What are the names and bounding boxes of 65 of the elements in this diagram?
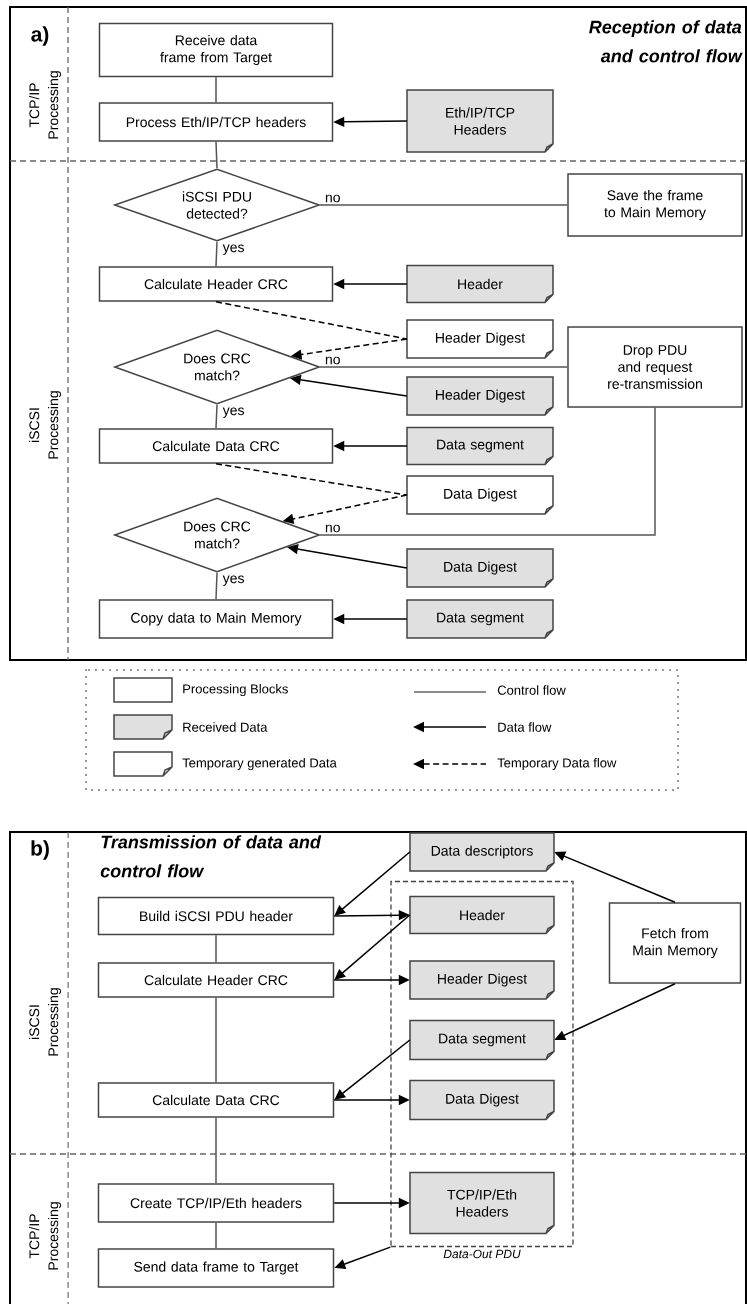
connector-line (319, 366, 568, 368)
panel-title: Reception of data and control flow (589, 20, 743, 63)
document-box: Data segment (406, 599, 554, 639)
document-box: Data segment (406, 426, 554, 466)
edge-label: no (323, 523, 342, 534)
process-box: Copy data to Main Memory (98, 599, 334, 639)
legend-label: Temporary Data flow (497, 757, 617, 771)
process-box: Process Eth/IP/TCP headers (98, 102, 334, 142)
document-box: Header Digest (409, 960, 555, 1000)
document-box: Data Digest (406, 548, 554, 588)
connector-line (215, 404, 218, 429)
connector-line (215, 463, 408, 496)
legend-label: Temporary generated Data (182, 757, 337, 771)
process-box: Calculate Data CRC (97, 1082, 335, 1118)
lane-label: iSCSI Processing (28, 391, 61, 459)
group-caption: Data-Out PDU (443, 1249, 521, 1259)
process-box: Calculate Header CRC (97, 962, 335, 998)
arrow (334, 1039, 411, 1100)
document-box: Eth/IP/TCP Headers (406, 89, 554, 153)
document-box: Data Digest (409, 1079, 555, 1121)
connector-line (215, 934, 217, 963)
document-box: Data segment (409, 1019, 555, 1061)
process-box: Receive data frame from Target (98, 22, 334, 78)
process-box: Fetch from Main Memory (608, 902, 742, 984)
document-box: Header (409, 895, 555, 935)
connector-line (215, 301, 408, 340)
connector-line (215, 1222, 217, 1249)
arrow (334, 914, 411, 980)
process-box: Calculate Data CRC (98, 428, 334, 464)
lane-label: iSCSI Processing (28, 988, 61, 1056)
document-box: Header (406, 264, 554, 304)
process-box: Drop PDU and request re-transmission (567, 326, 743, 408)
document-box: Data Digest (406, 475, 554, 515)
process-box: Save the frame to Main Memory (567, 173, 743, 237)
process-box: Build iSCSI PDU header (97, 896, 335, 936)
process-box: Send data frame to Target (97, 1248, 335, 1288)
edge-label: no (323, 193, 342, 204)
document-box: Data descriptors (409, 832, 555, 872)
process-box: Create TCP/IP/Eth headers (97, 1183, 335, 1223)
connector-line (319, 204, 568, 206)
panel-letter: a) (31, 26, 49, 46)
document-box: Header Digest (406, 376, 554, 416)
connector-line (215, 241, 218, 267)
legend-label: Control flow (497, 685, 566, 695)
legend-label: Received Data (183, 722, 268, 732)
legend-label: Processing Blocks (183, 683, 288, 697)
edge-label: yes (221, 405, 246, 420)
panel-title: Transmission of data and control flow (100, 835, 322, 878)
legend-label: Data flow (498, 722, 552, 732)
lane-label: TCP/IP Processing (28, 71, 61, 139)
document-box: TCP/IP/Eth Headers (409, 1171, 555, 1235)
connector-line (215, 141, 218, 169)
connector-line (215, 997, 217, 1083)
edge-label: no (323, 355, 342, 366)
connector-line (215, 1117, 217, 1184)
process-box: Calculate Header CRC (98, 266, 334, 302)
panel-letter: b) (31, 840, 49, 860)
connector-line (319, 407, 656, 536)
edge-label: yes (221, 242, 246, 257)
lane-label: TCP/IP Processing (28, 1202, 61, 1270)
connector-line (215, 572, 218, 600)
arrow (334, 851, 411, 916)
edge-label: yes (221, 573, 246, 588)
document-box: Header Digest (406, 319, 554, 359)
connector-line (215, 76, 217, 103)
